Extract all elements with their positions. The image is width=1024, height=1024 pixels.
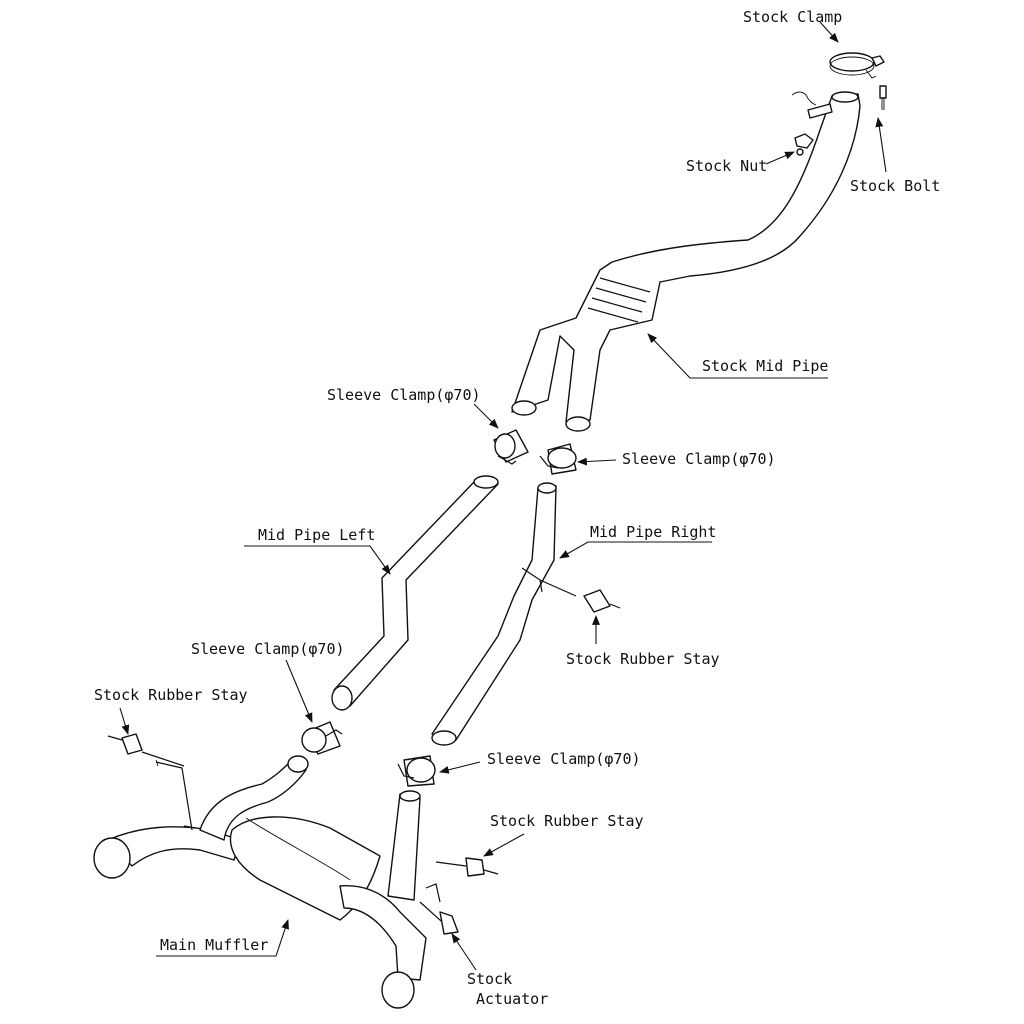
stock-nut-part — [791, 91, 817, 156]
sleeve-clamp-part-4 — [397, 755, 436, 787]
label-sleeve-clamp-4: Sleeve Clamp(φ70) — [487, 750, 641, 768]
label-mid-pipe-left: Mid Pipe Left — [258, 526, 375, 544]
stock-mid-pipe-part — [511, 91, 861, 432]
label-stock-actuator-line2: Actuator — [476, 990, 548, 1008]
main-muffler-part — [93, 755, 459, 1009]
leader-sleeve-clamp-3 — [285, 659, 313, 723]
label-stock-bolt: Stock Bolt — [850, 177, 940, 195]
leader-stock-bolt — [875, 117, 887, 173]
mid-pipe-right-part — [431, 482, 621, 746]
sleeve-clamp-part-1 — [493, 429, 529, 465]
leader-stock-mid-pipe — [647, 333, 828, 379]
leader-mid-pipe-right — [559, 541, 712, 559]
leader-sleeve-clamp-2 — [577, 457, 617, 466]
label-sleeve-clamp-1: Sleeve Clamp(φ70) — [327, 386, 481, 404]
sleeve-clamp-part-2 — [539, 443, 577, 475]
label-stock-rubber-stay-2: Stock Rubber Stay — [94, 686, 248, 704]
leader-stock-clamp — [819, 21, 839, 43]
label-stock-rubber-stay-3: Stock Rubber Stay — [490, 812, 644, 830]
label-main-muffler: Main Muffler — [160, 936, 268, 954]
sleeve-clamp-part-3 — [301, 721, 343, 755]
label-sleeve-clamp-2: Sleeve Clamp(φ70) — [622, 450, 776, 468]
leader-sleeve-clamp-4 — [439, 761, 481, 774]
label-sleeve-clamp-3: Sleeve Clamp(φ70) — [191, 640, 345, 658]
stock-rubber-stay-right-part — [435, 857, 499, 877]
label-stock-nut: Stock Nut — [686, 157, 767, 175]
leader-sleeve-clamp-1 — [473, 403, 499, 429]
mid-pipe-left-part — [331, 475, 499, 711]
leader-mid-pipe-left — [244, 545, 391, 575]
stock-rubber-stay-left-part — [107, 733, 185, 767]
leader-stock-nut — [765, 151, 795, 165]
leader-main-muffler — [156, 919, 289, 957]
leader-stock-actuator — [451, 933, 477, 971]
label-mid-pipe-right: Mid Pipe Right — [590, 523, 716, 541]
label-stock-rubber-stay-1: Stock Rubber Stay — [566, 650, 720, 668]
label-stock-clamp: Stock Clamp — [743, 8, 842, 26]
label-stock-mid-pipe: Stock Mid Pipe — [702, 357, 828, 375]
label-stock-actuator-line1: Stock — [467, 970, 512, 988]
stock-clamp-part — [829, 52, 885, 79]
stock-bolt-part — [879, 85, 887, 110]
leader-stock-rubber-stay-3 — [483, 833, 525, 857]
leader-stock-rubber-stay-2 — [119, 707, 130, 735]
